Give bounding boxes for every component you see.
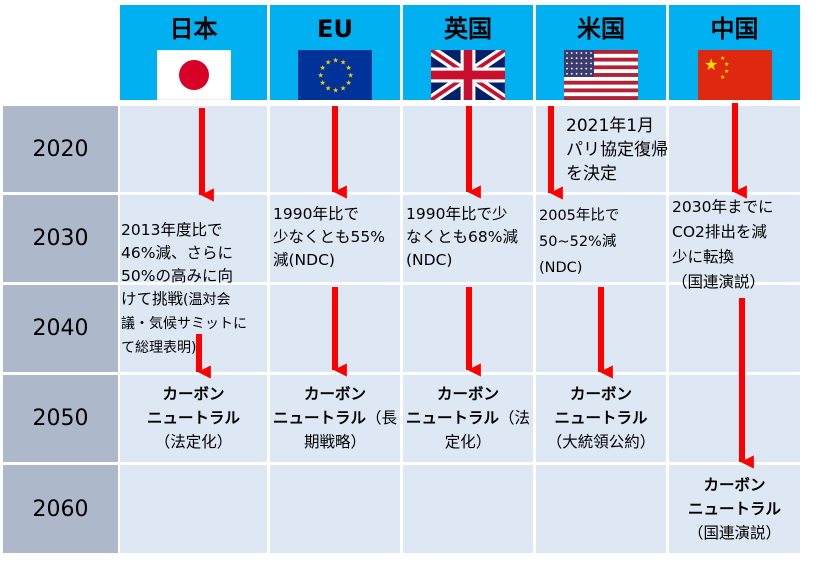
svg-text:★: ★	[345, 64, 351, 72]
neutral-us: カーボン ニュートラル （大統領公約）	[536, 382, 666, 454]
uk-flag-icon	[431, 50, 505, 100]
svg-text:★: ★	[320, 79, 326, 87]
svg-text:★: ★	[340, 59, 346, 67]
country-name: 米国	[577, 15, 625, 43]
cell	[536, 375, 666, 462]
cell	[536, 106, 666, 192]
target-china: 2030年までに CO2排出を減 少に転換 （国連演説）	[672, 198, 774, 291]
cell	[669, 285, 800, 372]
cell	[120, 285, 267, 372]
year-2050: 2050	[3, 375, 118, 462]
neutral-note: （国連演説）	[687, 524, 781, 542]
neutral-uk: カーボン ニュートラル（法 定化）	[403, 382, 533, 454]
cell	[120, 195, 267, 282]
cell	[270, 375, 400, 462]
header-japan: 日本	[120, 5, 267, 100]
svg-text:★: ★	[325, 84, 331, 92]
neutral-note: （法	[499, 409, 531, 427]
year-2020: 2020	[3, 106, 118, 192]
country-name: EU	[317, 15, 353, 43]
cell	[403, 465, 533, 553]
china-flag-icon: ★ ★ ★ ★ ★	[697, 50, 772, 100]
target-us: 2005年比で 50~52%減 (NDC)	[539, 208, 620, 276]
country-name: 中国	[710, 15, 759, 43]
header-us: 米国	[536, 5, 666, 100]
target-uk: 1990年比で少 なくとも68%減 (NDC)	[406, 205, 518, 269]
neutral-label: ニュートラル	[272, 409, 366, 427]
target-japan: 2013年度比で 46%減、さらに 50%の高みに向 けて挑戦(温対会 議・気候…	[121, 196, 271, 360]
neutral-note: （大統領公約）	[546, 433, 656, 451]
cell	[120, 106, 267, 192]
cell	[536, 465, 666, 553]
neutral-label: カーボン	[703, 476, 766, 494]
cell	[403, 195, 533, 282]
neutral-note: （法定化）	[154, 433, 233, 451]
target-note: (温対会 議・気候サミットに て総理表明)	[121, 292, 247, 356]
svg-text:★: ★	[348, 72, 354, 80]
svg-text:★: ★	[345, 79, 351, 87]
cell	[403, 375, 533, 462]
us-paris-rejoin: 2021年1月 パリ協定復帰 を決定	[566, 116, 668, 184]
header-eu: EU ★★★★★★★★★★★★	[270, 5, 400, 100]
svg-text:★: ★	[333, 87, 339, 95]
target-text: 2013年度比で 46%減、さらに 50%の高みに向 けて挑戦	[121, 221, 233, 308]
neutral-eu: カーボン ニュートラル（長 期戦略）	[270, 382, 400, 454]
eu-flag-icon: ★★★★★★★★★★★★	[298, 50, 372, 100]
neutral-japan: カーボン ニュートラル （法定化）	[120, 382, 267, 454]
svg-text:★: ★	[724, 68, 729, 75]
neutral-label: カーボン	[436, 385, 499, 403]
header-china: 中国 ★ ★ ★ ★ ★	[669, 5, 800, 100]
cell	[669, 375, 800, 462]
svg-text:★: ★	[318, 72, 324, 80]
neutral-label: ニュートラル	[405, 409, 499, 427]
cell	[669, 195, 800, 282]
country-name: 英国	[444, 15, 492, 43]
svg-text:★: ★	[720, 74, 725, 81]
neutral-label: カーボン	[162, 385, 225, 403]
year-2060: 2060	[3, 465, 118, 553]
us-flag-icon	[564, 50, 638, 100]
svg-text:★: ★	[320, 64, 326, 72]
header-uk: 英国	[403, 5, 533, 100]
neutral-label: ニュートラル	[554, 409, 648, 427]
neutral-china: カーボン ニュートラル （国連演説）	[669, 473, 800, 545]
cell	[120, 375, 267, 462]
cell	[120, 465, 267, 553]
year-2030: 2030	[3, 195, 118, 282]
svg-text:★: ★	[724, 61, 729, 68]
svg-text:★: ★	[704, 55, 718, 74]
svg-text:★: ★	[340, 84, 346, 92]
svg-text:★: ★	[333, 57, 339, 65]
neutral-label: ニュートラル	[687, 500, 781, 518]
cell	[270, 465, 400, 553]
neutral-label: カーボン	[569, 385, 632, 403]
country-name: 日本	[169, 15, 218, 43]
target-eu: 1990年比で 少なくとも55% 減(NDC)	[273, 205, 385, 269]
year-2040: 2040	[3, 285, 118, 372]
neutral-label: カーボン	[303, 385, 366, 403]
japan-flag-icon	[156, 50, 231, 100]
cell	[270, 195, 400, 282]
cell	[669, 465, 800, 553]
neutral-label: ニュートラル	[146, 409, 240, 427]
neutral-note: 期戦略）	[303, 433, 366, 451]
svg-text:★: ★	[325, 59, 331, 67]
svg-text:★: ★	[720, 55, 725, 62]
neutral-note: 定化）	[444, 433, 492, 451]
cell	[536, 195, 666, 282]
neutral-note: （長	[366, 409, 398, 427]
